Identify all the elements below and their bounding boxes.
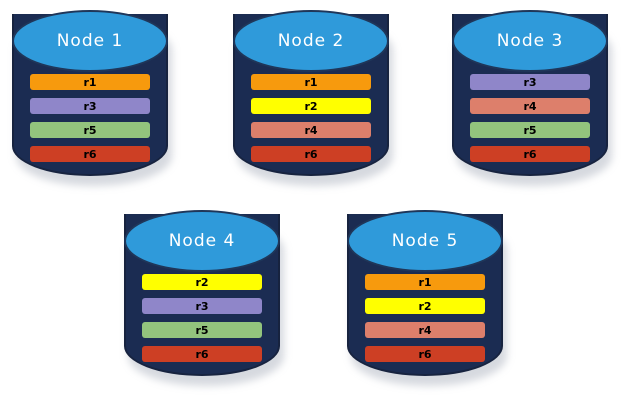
replica-bar[interactable]: r4 bbox=[470, 98, 590, 114]
replica-bar[interactable]: r6 bbox=[251, 146, 371, 162]
replica-bar[interactable]: r6 bbox=[142, 346, 262, 362]
replica-bar[interactable]: r1 bbox=[365, 274, 485, 290]
replica-bar[interactable]: r3 bbox=[142, 298, 262, 314]
replica-list: r1 r3 r5 r6 bbox=[12, 66, 168, 162]
cylinder-top-ellipse bbox=[452, 10, 608, 72]
replica-bar[interactable]: r5 bbox=[470, 122, 590, 138]
replica-bar[interactable]: r6 bbox=[470, 146, 590, 162]
replica-list: r1 r2 r4 r6 bbox=[233, 66, 389, 162]
replica-bar[interactable]: r6 bbox=[30, 146, 150, 162]
replica-bar[interactable]: r1 bbox=[251, 74, 371, 90]
cylinder-top-ellipse bbox=[347, 210, 503, 272]
replica-bar[interactable]: r3 bbox=[30, 98, 150, 114]
replica-list: r3 r4 r5 r6 bbox=[452, 66, 608, 162]
replica-bar[interactable]: r1 bbox=[30, 74, 150, 90]
replica-bar[interactable]: r2 bbox=[365, 298, 485, 314]
replica-list: r1 r2 r4 r6 bbox=[347, 266, 503, 362]
replica-bar[interactable]: r6 bbox=[365, 346, 485, 362]
replica-bar[interactable]: r2 bbox=[251, 98, 371, 114]
replica-bar[interactable]: r5 bbox=[30, 122, 150, 138]
cylinder-top-ellipse bbox=[233, 10, 389, 72]
replica-bar[interactable]: r5 bbox=[142, 322, 262, 338]
replica-bar[interactable]: r3 bbox=[470, 74, 590, 90]
replica-bar[interactable]: r4 bbox=[251, 122, 371, 138]
replica-bar[interactable]: r4 bbox=[365, 322, 485, 338]
cylinder-top-ellipse bbox=[12, 10, 168, 72]
replica-bar[interactable]: r2 bbox=[142, 274, 262, 290]
replica-list: r2 r3 r5 r6 bbox=[124, 266, 280, 362]
cylinder-top-ellipse bbox=[124, 210, 280, 272]
